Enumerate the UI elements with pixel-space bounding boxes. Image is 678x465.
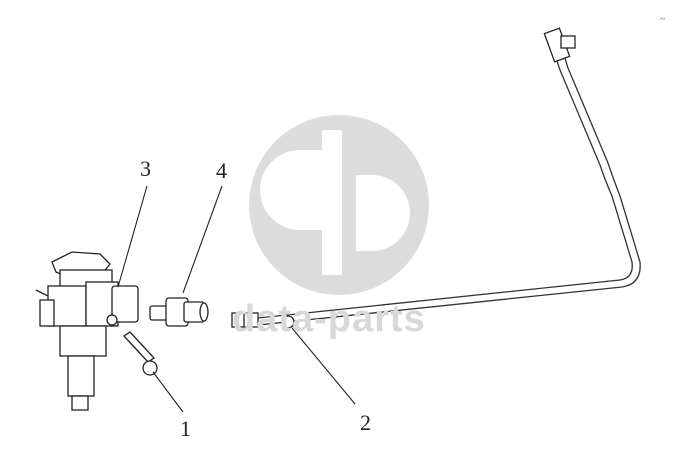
callout-1: 1	[180, 416, 191, 441]
callout-4: 4	[216, 158, 227, 183]
leader-lines	[117, 185, 356, 413]
watermark-text: data-parts	[232, 298, 426, 340]
bolt-part-1	[123, 331, 158, 376]
elbow-fitting-part-4	[149, 297, 209, 327]
callout-3: 3	[140, 156, 151, 181]
pipe-part-2	[231, 27, 641, 329]
corner-mark: ~	[660, 14, 666, 25]
valve-assembly-part-3	[35, 251, 139, 411]
callout-2: 2	[360, 410, 371, 435]
watermark-logo-icon	[249, 115, 429, 295]
